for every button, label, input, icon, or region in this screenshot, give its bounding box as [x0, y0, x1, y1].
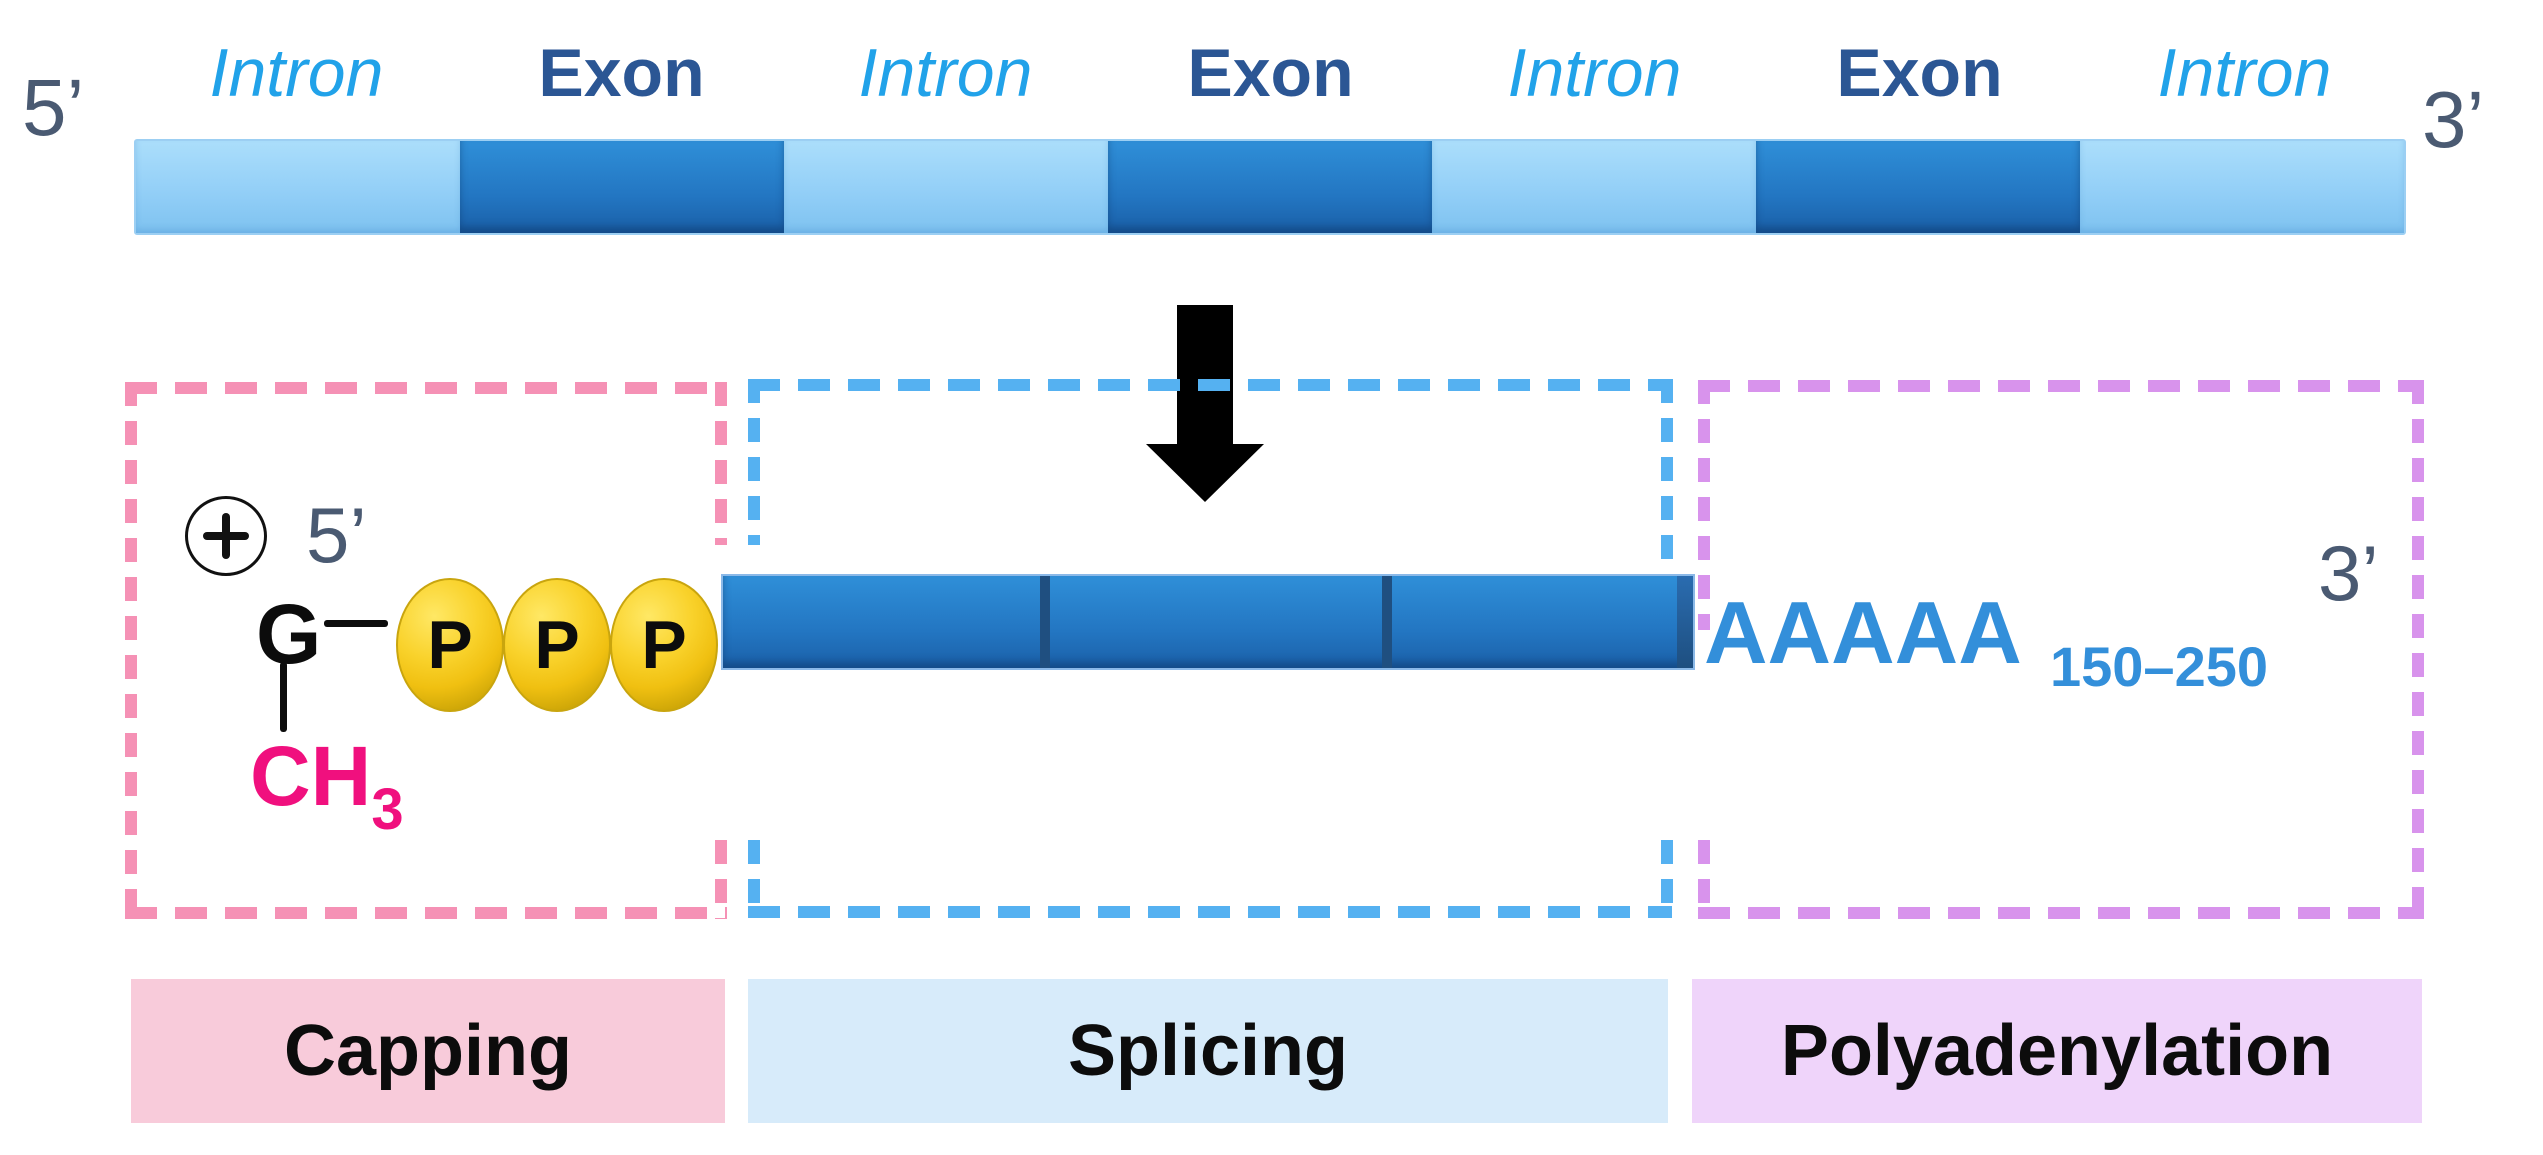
segment-label-exon-2: Exon: [1187, 35, 1354, 111]
mrna-three-prime-label: 3’: [2318, 529, 2379, 617]
mrna-bar-end-cap: [1677, 576, 1693, 668]
pre-mrna-bar: [134, 139, 2406, 235]
plus-circle-icon: [185, 496, 267, 576]
exon-junction-1: [1040, 576, 1050, 668]
splicing-box-left-edge-bottom: [748, 840, 760, 918]
segment-label-intron-1: Intron: [209, 35, 384, 111]
stage-strip-splicing: Splicing: [748, 979, 1668, 1123]
segment-label-exon-1: Exon: [538, 35, 705, 111]
stage-label-polyadenylation: Polyadenylation: [1780, 1011, 2334, 1091]
bond-g-to-methyl: [280, 662, 287, 732]
exon-segment: [460, 141, 784, 233]
exon-segment: [1108, 141, 1432, 233]
splicing-box-right-edge-top: [1661, 379, 1673, 574]
down-arrow-icon: [1177, 305, 1233, 445]
intron-segment: [1432, 141, 1756, 233]
guanine-cap-label: G: [256, 587, 322, 681]
poly-a-length-label: 150–250: [2050, 635, 2269, 698]
capping-box-right-edge-top: [715, 382, 727, 545]
polyadenylation-box-bottom-edge: [1698, 907, 2424, 919]
splicing-box-bottom-edge: [748, 906, 1672, 918]
capping-box-left-edge: [125, 382, 137, 919]
intron-segment: [2080, 141, 2404, 233]
splicing-box-right-edge-bottom: [1661, 840, 1673, 918]
polyadenylation-box-left-edge-top: [1698, 380, 1710, 630]
mature-mrna-bar: [721, 574, 1695, 670]
phosphate-circle-3: P: [610, 578, 718, 712]
exon-junction-2: [1382, 576, 1392, 668]
phosphate-circle-1: P: [396, 578, 504, 712]
capping-box-right-edge-bottom: [715, 840, 727, 919]
segment-label-intron-2: Intron: [858, 35, 1033, 111]
intron-segment: [136, 141, 460, 233]
mrna-five-prime-label: 5’: [306, 491, 367, 579]
stage-strip-capping: Capping: [131, 979, 725, 1123]
polyadenylation-box-left-edge-bottom: [1698, 840, 1710, 919]
methyl-group-label: CH3: [250, 728, 404, 842]
phosphate-circle-2: P: [503, 578, 611, 712]
capping-box-top-edge: [125, 382, 727, 394]
capping-box-bottom-edge: [125, 907, 727, 919]
bond-g-to-phosphate: [324, 620, 388, 627]
poly-a-tail-label: AAAAA: [1704, 583, 2022, 682]
splicing-box-left-edge-top: [748, 379, 760, 545]
splicing-box-top-edge: [748, 379, 1672, 391]
methyl-subscript: 3: [371, 777, 404, 842]
exon-segment: [1756, 141, 2080, 233]
stage-label-capping: Capping: [284, 1011, 572, 1091]
pre-mrna-three-prime-label: 3’: [2422, 75, 2485, 164]
methyl-ch: CH: [250, 729, 372, 823]
polyadenylation-box-right-edge: [2412, 380, 2424, 919]
stage-strip-polyadenylation: Polyadenylation: [1692, 979, 2422, 1123]
segment-label-intron-4: Intron: [2157, 35, 2332, 111]
pre-mrna-five-prime-label: 5’: [22, 63, 85, 152]
segment-label-intron-3: Intron: [1507, 35, 1682, 111]
segment-label-exon-3: Exon: [1836, 35, 2003, 111]
stage-label-splicing: Splicing: [1067, 1011, 1349, 1091]
intron-segment: [784, 141, 1108, 233]
down-arrow-head-icon: [1146, 444, 1264, 502]
polyadenylation-box-top-edge: [1698, 380, 2424, 392]
